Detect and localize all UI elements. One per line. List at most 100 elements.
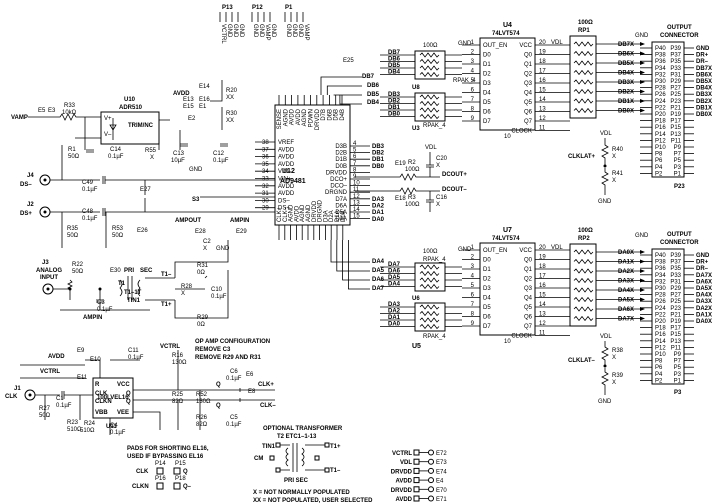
u12-pin-num: 8 <box>353 167 357 173</box>
c49-ref: C49 <box>82 180 94 186</box>
conn-pin-left: P2 <box>655 171 663 177</box>
r2-value: 100Ω <box>405 167 420 173</box>
test-ref: E71 <box>436 497 447 503</box>
u12-pin-bottom: D2A <box>329 210 335 222</box>
conn-pin-left: P36 <box>655 266 666 272</box>
c49-value: 0.1µF <box>82 187 98 193</box>
pri-label: PRI <box>124 268 134 274</box>
latch-pin-left: D3 <box>483 286 491 292</box>
latch-pin-num: 1 <box>471 40 475 46</box>
conn-pin-left: P30 <box>655 286 666 292</box>
conn-net: DA7X <box>696 273 712 279</box>
u12-da-out: DA1 <box>372 210 385 216</box>
conn-pin-left: P6 <box>655 365 663 371</box>
conn-pin-left: P28 <box>655 293 666 299</box>
p23-gnd: GND <box>635 33 649 39</box>
u11-body <box>92 377 134 419</box>
latch-pin-right: Q2 <box>524 277 533 283</box>
conn-pin-left: P10 <box>655 145 666 151</box>
u4-part: 74LVT574 <box>492 31 520 37</box>
u11-avdd: AVDD <box>48 354 65 360</box>
rpak-bot-u6: U6 <box>412 296 420 302</box>
u12-pin-num: 7 <box>353 161 357 167</box>
ds-plus-label: DS+ <box>20 211 32 217</box>
conn-pin-left: P30 <box>655 79 666 85</box>
r30-value: XX <box>226 118 234 124</box>
test-net: AVDD <box>395 497 412 503</box>
rp2-ref: RP2 <box>578 236 590 242</box>
u12-pin-top: D5B <box>334 109 340 121</box>
p12-pin1: GND <box>252 24 258 38</box>
latch-pin-num: 20 <box>539 40 546 46</box>
analog-input: J3 ANALOG INPUT R22 50Ω C3 0.1µF E30 PRI… <box>36 240 229 328</box>
conn-net: DB7X <box>696 66 712 72</box>
rpak-net-label: DB1 <box>388 105 401 111</box>
r39-ref: R39 <box>612 373 624 379</box>
r33-value: 10kΩ <box>62 110 77 116</box>
u12-pin-right: D5A <box>335 210 347 216</box>
rpak-net-label: DB5 <box>388 63 401 69</box>
ampin-label: AMPIN <box>230 218 249 224</box>
u12-pin-bottom: AGND <box>306 204 312 222</box>
rp-out-label: DB3X <box>618 80 634 86</box>
u12-pin-right: D7A <box>335 197 347 203</box>
latch-pin-right: Q1 <box>524 62 533 68</box>
qbar-net: Q <box>216 403 221 409</box>
u11-pin-q: Q <box>126 391 131 397</box>
p13-pin4: GND <box>238 24 244 38</box>
rp-out-label: DB4X <box>618 71 634 77</box>
c12-value: 0.1µF <box>213 158 229 164</box>
e8-label: E8 <box>248 389 256 395</box>
e27-label: E27 <box>140 187 151 193</box>
p23-ref: P23 <box>674 184 685 190</box>
p1-pin1: GND <box>285 24 291 38</box>
latch-gnd-pin: 10 <box>504 134 511 140</box>
r22-ref: R22 <box>72 262 84 268</box>
latch-pin-num: 14 <box>539 97 546 103</box>
latch-pin-right: Q0 <box>524 258 533 264</box>
p3-body <box>651 248 685 385</box>
r38-vdl: VDL <box>600 334 612 340</box>
r40-r41: VDL R40 X R41 X GND CLKLAT+ <box>568 131 624 205</box>
u12-pin-left: VIN– <box>278 169 292 175</box>
conn-net: DB3X <box>696 92 712 98</box>
dco-termination: E19 R2 100Ω VDL C20 X DCOUT+ DCOUT– E18 … <box>355 145 467 212</box>
conn-pin-right: P31 <box>670 72 681 78</box>
conn-pin-right: P39 <box>670 253 681 259</box>
c4-ref: C4 <box>110 423 118 429</box>
c4-value: 0.1µF <box>110 430 126 436</box>
r1-value: 50Ω <box>68 154 80 160</box>
latch-pin-left: D5 <box>483 305 491 311</box>
u12-pin-top: AGND <box>302 108 308 126</box>
rpak-bottom: 100Ω RPAK_4 U6 RPAK_4 DA7DA6DA5DA4DA3DA2… <box>380 249 462 340</box>
latch-pin-num: 8 <box>471 312 475 318</box>
legend: X = NOT NORMALLY POPULATED XX = NOT POPU… <box>253 490 373 504</box>
u12-pin-right: D1B <box>335 157 347 163</box>
rp2-body <box>569 243 597 327</box>
p12-pin2: GND <box>258 24 264 38</box>
p3-title1: OUTPUT <box>667 232 692 238</box>
pad-p16: P16 <box>155 476 166 482</box>
u12-pin-right: DCO+ <box>330 177 347 183</box>
t2-t1p: T1+ <box>330 444 341 450</box>
test-ref: E4 <box>436 479 444 485</box>
u12-pin-num: 35 <box>262 162 269 168</box>
conn-pin-left: P32 <box>655 72 666 78</box>
conn-pin-right: P3 <box>674 165 682 171</box>
u12-pin-bottom: DRGND <box>318 199 324 222</box>
u12-part: AD9481 <box>280 178 306 185</box>
clklat-minus: CLKLAT– <box>568 358 596 364</box>
u12-ref: U12 <box>282 168 295 175</box>
conn-pin-right: P19 <box>670 112 681 118</box>
u12-pin-top: D4B <box>340 109 346 121</box>
rp1-body <box>569 35 597 119</box>
latch-pin-right: Q3 <box>524 81 533 87</box>
u11-pin-clk: CLK <box>95 391 108 397</box>
conn-pin-right: P7 <box>674 152 682 158</box>
latch-pin-num: 2 <box>471 255 475 261</box>
u12-pin-num: 13 <box>353 200 360 206</box>
p23-title1: OUTPUT <box>667 25 692 31</box>
u12-da-out: DA2 <box>372 204 385 210</box>
conn-pin-right: P35 <box>670 59 681 65</box>
